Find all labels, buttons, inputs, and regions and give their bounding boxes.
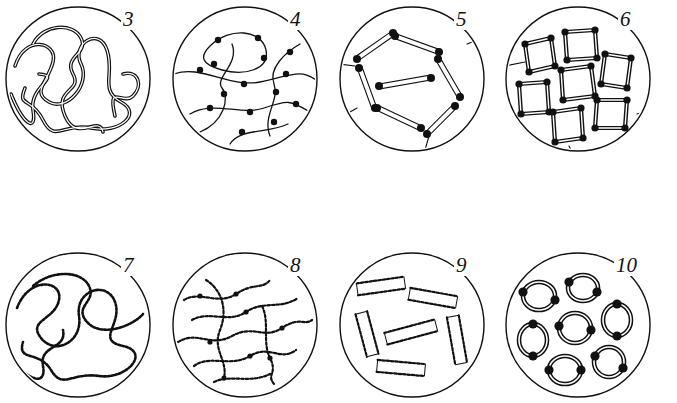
figure-number: 7	[121, 254, 136, 276]
figure-number: 3	[121, 8, 136, 30]
figure-number: 5	[454, 8, 469, 30]
figure-number: 10	[614, 254, 639, 276]
figure-number: 8	[288, 254, 303, 276]
figure-number: 4	[288, 8, 303, 30]
figure-number: 9	[454, 254, 469, 276]
figure-number: 6	[618, 8, 633, 30]
